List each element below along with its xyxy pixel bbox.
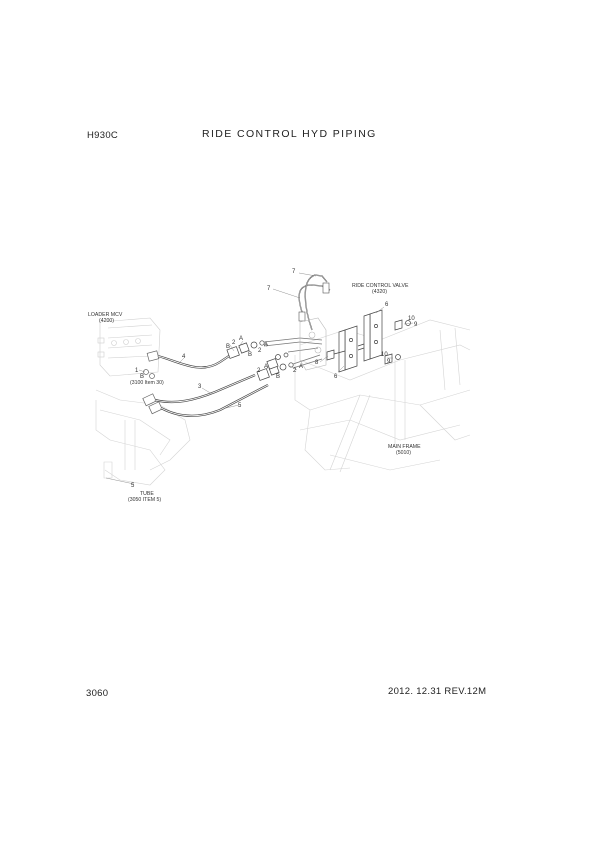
callout-3: 3 xyxy=(198,384,202,390)
callout-b-upper: B xyxy=(226,344,230,350)
callout-9-lower: 9 xyxy=(387,359,391,365)
tube-ref: (3050 ITEM 5) xyxy=(128,497,161,503)
main-frame-ref: (5010) xyxy=(396,450,411,456)
callout-b-lower: B xyxy=(276,374,280,380)
hose-7-pair xyxy=(298,274,331,331)
ride-control-valve-body xyxy=(299,317,327,371)
callout-a-lower: A xyxy=(264,364,268,370)
callout-10-lower: 10 xyxy=(381,352,388,358)
page-title: RIDE CONTROL HYD PIPING xyxy=(202,128,377,140)
main-frame-label: MAIN FRAME xyxy=(388,444,421,450)
bolts-and-washers xyxy=(326,319,411,365)
callout-2-upper: 2 xyxy=(232,340,236,346)
callout-4: 4 xyxy=(182,354,186,360)
callout-2-lower-right: 2 xyxy=(293,368,297,374)
loader-mcv-ref: (4200) xyxy=(99,318,114,324)
leader-lines xyxy=(105,272,414,485)
tube-label: TUBE xyxy=(140,491,154,497)
callout-8: 8 xyxy=(315,360,319,366)
ride-control-valve-ref: (4320) xyxy=(372,289,387,295)
callout-b-mid-upper: B xyxy=(248,352,252,358)
callout-a-upper: A xyxy=(239,336,243,342)
loader-mcv-block xyxy=(97,317,161,377)
hose-5 xyxy=(160,384,269,417)
callout-10-upper: 10 xyxy=(408,316,415,322)
callout-7-upper: 7 xyxy=(292,269,296,275)
revision-date: 2012. 12.31 REV.12M xyxy=(388,686,487,697)
callout-2-mid-upper: 2 xyxy=(258,348,262,354)
loader-mcv-label: LOADER MCV xyxy=(88,312,123,318)
callout-1: 1 xyxy=(135,368,139,374)
item-ref-label: (3100 Item 30) xyxy=(130,380,164,386)
model-code: H930C xyxy=(87,130,119,141)
hose-3 xyxy=(154,373,256,404)
callout-a-mid: A xyxy=(264,342,268,348)
callout-a-lower-right: A xyxy=(299,364,303,370)
mcv-fittings xyxy=(142,350,163,415)
adapter-fittings xyxy=(226,340,294,381)
callout-7-lower: 7 xyxy=(267,286,271,292)
page-number: 3060 xyxy=(86,688,109,699)
callout-5-hose: 5 xyxy=(238,403,242,409)
ride-control-valve-label: RIDE CONTROL VALVE xyxy=(352,283,409,289)
callout-6-upper: 6 xyxy=(385,302,389,308)
mounting-brackets xyxy=(338,309,383,373)
callout-5-tube: 5 xyxy=(131,483,135,489)
background-frame-outline xyxy=(95,319,471,486)
callout-6-lower: 6 xyxy=(334,374,338,380)
callout-9-upper: 9 xyxy=(414,322,418,328)
callout-2-lower: 2 xyxy=(257,368,261,374)
callout-b-near-mcv: B xyxy=(140,374,144,380)
